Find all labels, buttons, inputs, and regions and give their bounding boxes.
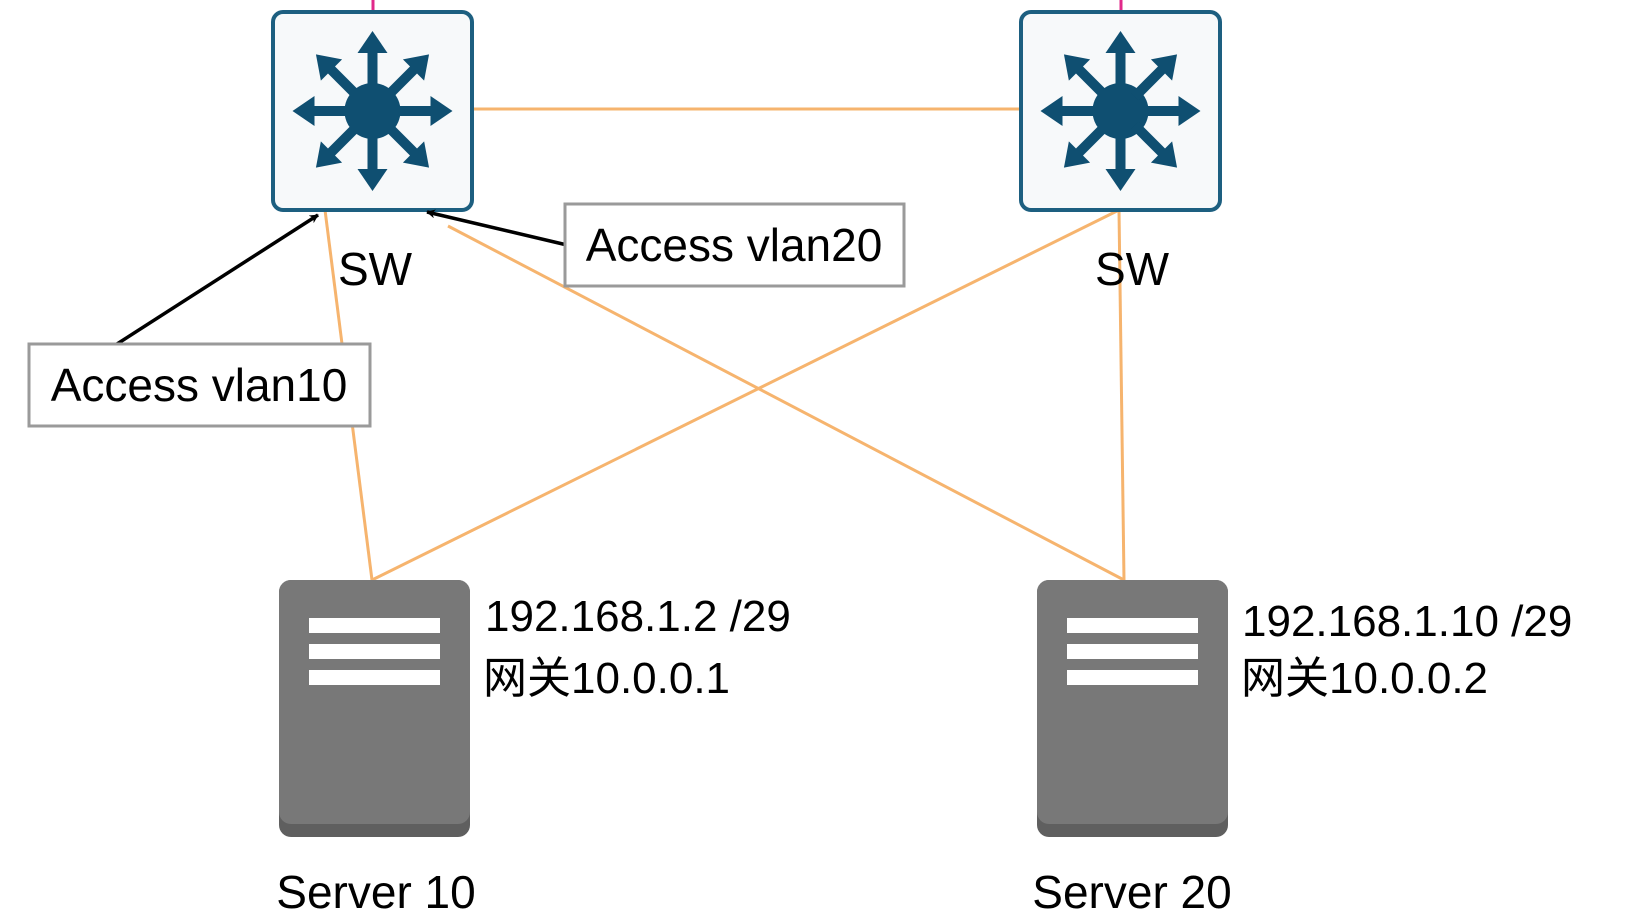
server-10-label: Server 10 — [276, 866, 475, 918]
annotation-label-vlan10: Access vlan10 — [51, 359, 348, 411]
switch-right-label: SW — [1095, 243, 1170, 295]
server-10-gateway: 网关10.0.0.1 — [483, 654, 730, 703]
layer3-switch-icon — [292, 31, 453, 191]
annotation-box-vlan20 — [563, 202, 906, 288]
server-10[interactable] — [279, 580, 470, 837]
annotation-label-vlan20: Access vlan20 — [586, 219, 883, 271]
server-10-ip: 192.168.1.2 /29 — [485, 592, 791, 641]
server-icon — [279, 580, 470, 837]
switch-left[interactable] — [271, 10, 474, 212]
server-20[interactable] — [1037, 580, 1228, 837]
link-left-switch-to-server-20 — [447, 224, 1125, 582]
server-20-label: Server 20 — [1032, 866, 1231, 918]
link-right-switch-to-server-20 — [1117, 209, 1126, 581]
layer3-switch-icon — [1040, 31, 1201, 191]
link-right-switch-to-server-10 — [371, 208, 1120, 582]
server-20-ip: 192.168.1.10 /29 — [1242, 597, 1572, 646]
annotation-arrow-vlan20 — [426, 209, 568, 247]
annotation-box-vlan10 — [27, 342, 372, 428]
switch-left-label: SW — [338, 243, 413, 295]
server-20-gateway: 网关10.0.0.2 — [1241, 654, 1488, 703]
switch-right[interactable] — [1019, 10, 1222, 212]
annotation-arrow-vlan10 — [116, 213, 319, 346]
server-icon — [1037, 580, 1228, 837]
